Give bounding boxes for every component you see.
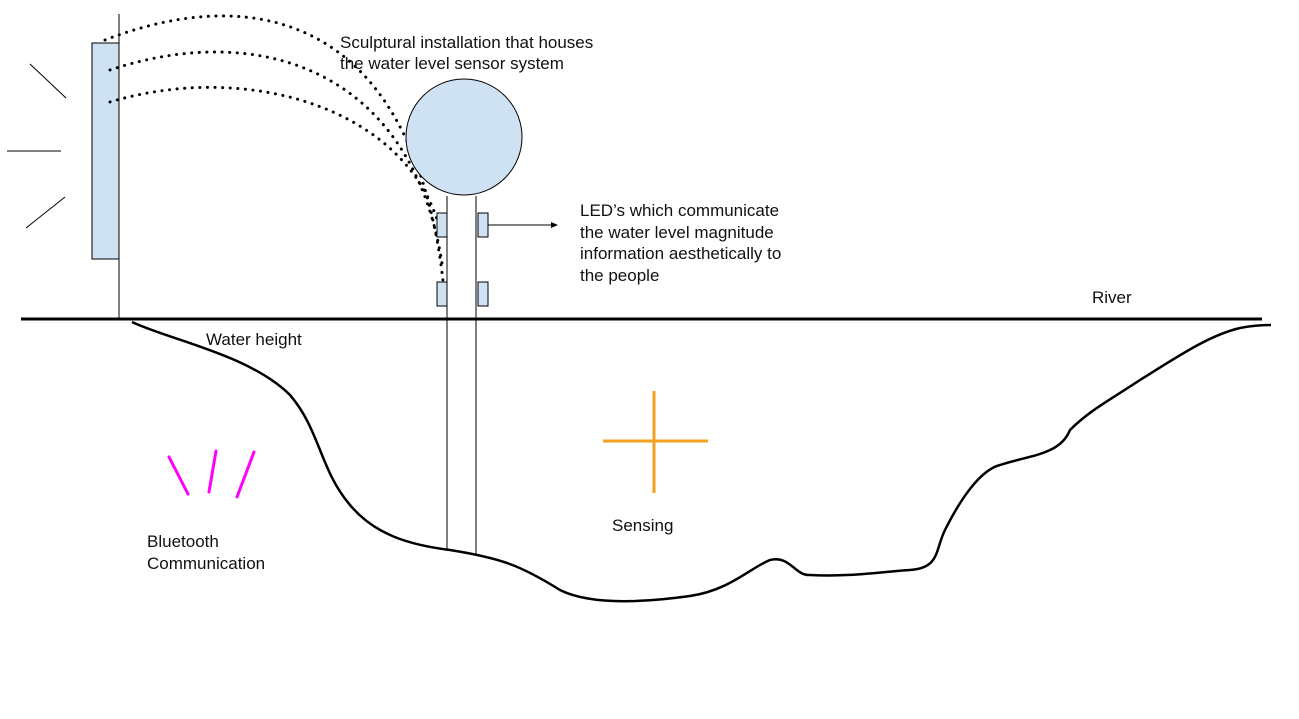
light-ray-top — [29, 63, 67, 99]
led-label-line1: LED’s which communicate — [580, 201, 779, 220]
communication-arc-inner — [108, 85, 442, 232]
led-label-line2: the water level magnitude — [580, 223, 774, 242]
led-arrow-head — [551, 222, 558, 228]
sensing-label: Sensing — [612, 516, 673, 535]
bluetooth-stroke-left — [167, 455, 190, 496]
led-upper-right — [477, 212, 489, 238]
bluetooth-stroke-right — [235, 450, 256, 499]
sculpture-sphere — [405, 78, 523, 196]
river-label: River — [1092, 288, 1132, 307]
river-bed-curve — [131, 320, 1272, 603]
water-height-label: Water height — [206, 330, 302, 349]
bluetooth-label-line2: Communication — [147, 554, 265, 573]
led-label-line4: the people — [580, 266, 659, 285]
sculpture-label-line1: Sculptural installation that houses — [340, 33, 593, 52]
sculpture-label-line2: the water level sensor system — [340, 54, 564, 73]
led-upper-left — [436, 212, 448, 238]
display-panel — [91, 42, 120, 260]
led-lower-left — [436, 281, 448, 307]
led-label-line3: information aesthetically to — [580, 244, 781, 263]
bluetooth-label-line1: Bluetooth — [147, 532, 219, 551]
communication-arc-middle — [108, 50, 445, 272]
sensing-crosshair-icon — [603, 391, 708, 493]
bluetooth-signal-icon — [167, 449, 256, 499]
led-lower-right — [477, 281, 489, 307]
bluetooth-stroke-middle — [207, 449, 218, 494]
light-ray-bottom — [25, 196, 66, 229]
communication-arcs — [103, 14, 447, 302]
